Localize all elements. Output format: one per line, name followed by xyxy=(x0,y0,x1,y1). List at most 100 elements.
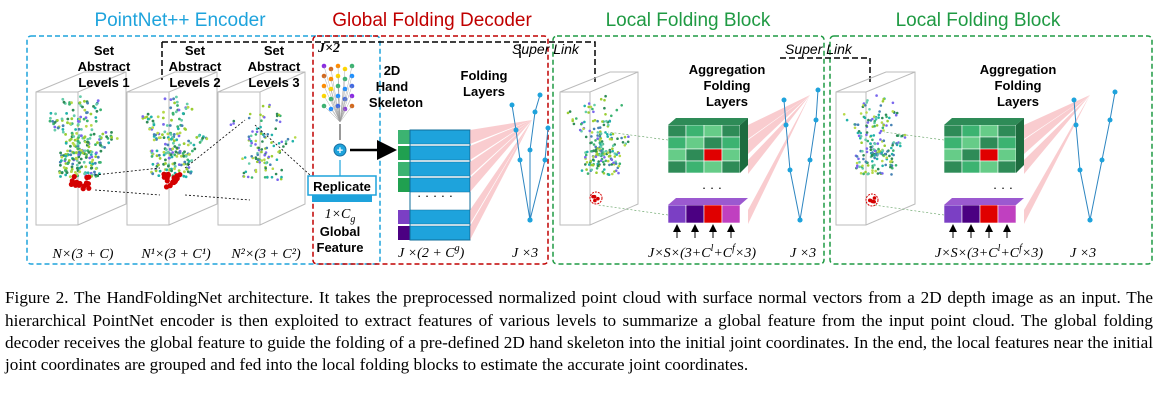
joint-node xyxy=(1107,117,1113,123)
cloud-point xyxy=(871,169,874,172)
cloud-point xyxy=(195,136,199,139)
cloud-point xyxy=(605,119,608,123)
cloud-point xyxy=(83,172,86,176)
cloud-point xyxy=(71,162,75,166)
cloud-point xyxy=(68,175,72,179)
cloud-point xyxy=(881,126,885,130)
point-cloud-box-1 xyxy=(35,71,127,226)
cloud-point xyxy=(892,153,895,157)
cloud-point xyxy=(175,100,179,104)
local-1-output-dim: J ×3 xyxy=(790,246,816,261)
cloud-point xyxy=(166,132,170,136)
aggregation-cell xyxy=(997,136,1017,150)
cloud-point xyxy=(175,95,178,99)
cloud-point xyxy=(165,124,169,127)
cloud-point xyxy=(186,170,190,174)
cloud-point xyxy=(178,143,181,147)
cloud-point xyxy=(894,164,898,167)
cloud-point xyxy=(175,155,179,158)
cloud-point xyxy=(891,166,894,170)
cloud-point xyxy=(884,163,887,167)
cloud-point xyxy=(590,168,593,172)
cloud-point xyxy=(885,156,889,159)
cloud-point xyxy=(72,143,76,147)
local-hand-2 xyxy=(842,94,907,176)
caption-text: The HandFoldingNet architecture. It take… xyxy=(5,288,1153,375)
cloud-point xyxy=(83,108,87,112)
cloud-point xyxy=(261,104,265,108)
cloud-point xyxy=(248,137,251,141)
joint-node xyxy=(797,217,803,223)
cloud-point xyxy=(246,175,250,179)
cloud-point xyxy=(878,131,882,135)
local-2-output-dim: J ×3 xyxy=(1070,246,1096,261)
cloud-point xyxy=(259,125,262,129)
cloud-point xyxy=(51,120,55,123)
cloud-point xyxy=(70,131,74,135)
cloud-point xyxy=(275,158,279,161)
matrix-feature-cell xyxy=(409,161,471,177)
cloud-point xyxy=(264,167,268,170)
cloud-point xyxy=(183,160,187,164)
cloud-point xyxy=(260,159,264,162)
cloud-point xyxy=(602,160,605,164)
cluster-point xyxy=(165,171,171,177)
cloud-point xyxy=(898,141,902,145)
cloud-point xyxy=(77,150,81,154)
cloud-point xyxy=(90,128,94,132)
cloud-point xyxy=(864,160,868,163)
matrix-coord-cell xyxy=(398,178,410,192)
cloud-point xyxy=(607,173,611,176)
cloud-point xyxy=(582,127,585,131)
cloud-point xyxy=(601,152,604,155)
decoder-ellipsis: · · · · · xyxy=(417,188,453,203)
cloud-point xyxy=(881,159,884,163)
cloud-point xyxy=(182,174,186,178)
cloud-point xyxy=(99,108,102,112)
cloud-point xyxy=(73,138,77,142)
cloud-point xyxy=(876,172,880,175)
joint-chain-line xyxy=(529,127,549,221)
local-block-2-title: Local Folding Block xyxy=(896,10,1061,31)
cloud-point xyxy=(597,160,600,163)
cloud-point xyxy=(608,120,612,123)
local-cloud-box-1 xyxy=(559,71,639,226)
cloud-point xyxy=(256,158,260,161)
cloud-point xyxy=(901,134,904,138)
super-link-bracket-top xyxy=(162,41,596,82)
cloud-point xyxy=(152,138,156,142)
cloud-point xyxy=(150,149,154,153)
cloud-point xyxy=(881,149,885,152)
cloud-point xyxy=(205,137,209,141)
cloud-point xyxy=(169,153,173,157)
cloud-point xyxy=(168,147,172,151)
cloud-point xyxy=(70,101,73,105)
cloud-point xyxy=(154,169,158,173)
cloud-point xyxy=(184,154,188,158)
cloud-point xyxy=(611,147,614,150)
matrix-coord-cell xyxy=(398,162,410,176)
cloud-point xyxy=(171,147,175,151)
cloud-point xyxy=(79,157,83,161)
joint-node xyxy=(1073,122,1079,128)
cloud-point xyxy=(158,169,162,173)
cloud-point xyxy=(95,151,98,155)
cloud-point xyxy=(54,112,57,116)
cloud-point xyxy=(61,127,65,131)
cloud-point xyxy=(594,155,598,158)
cluster-point xyxy=(80,186,86,192)
cloud-point xyxy=(68,102,71,106)
cloud-point xyxy=(66,162,70,166)
local-hand-1 xyxy=(566,94,630,176)
skeleton-dim: J×2 xyxy=(317,41,340,56)
cloud-point xyxy=(63,158,67,161)
cloud-point xyxy=(890,173,893,176)
cloud-point xyxy=(65,171,69,175)
cloud-point xyxy=(881,172,884,175)
cloud-point xyxy=(88,156,92,160)
skeleton-label-line-3: Skeleton xyxy=(369,95,423,110)
cloud-point xyxy=(74,171,77,174)
cloud-point xyxy=(72,114,76,118)
cloud-point xyxy=(172,139,176,143)
cloud-point xyxy=(592,110,595,114)
